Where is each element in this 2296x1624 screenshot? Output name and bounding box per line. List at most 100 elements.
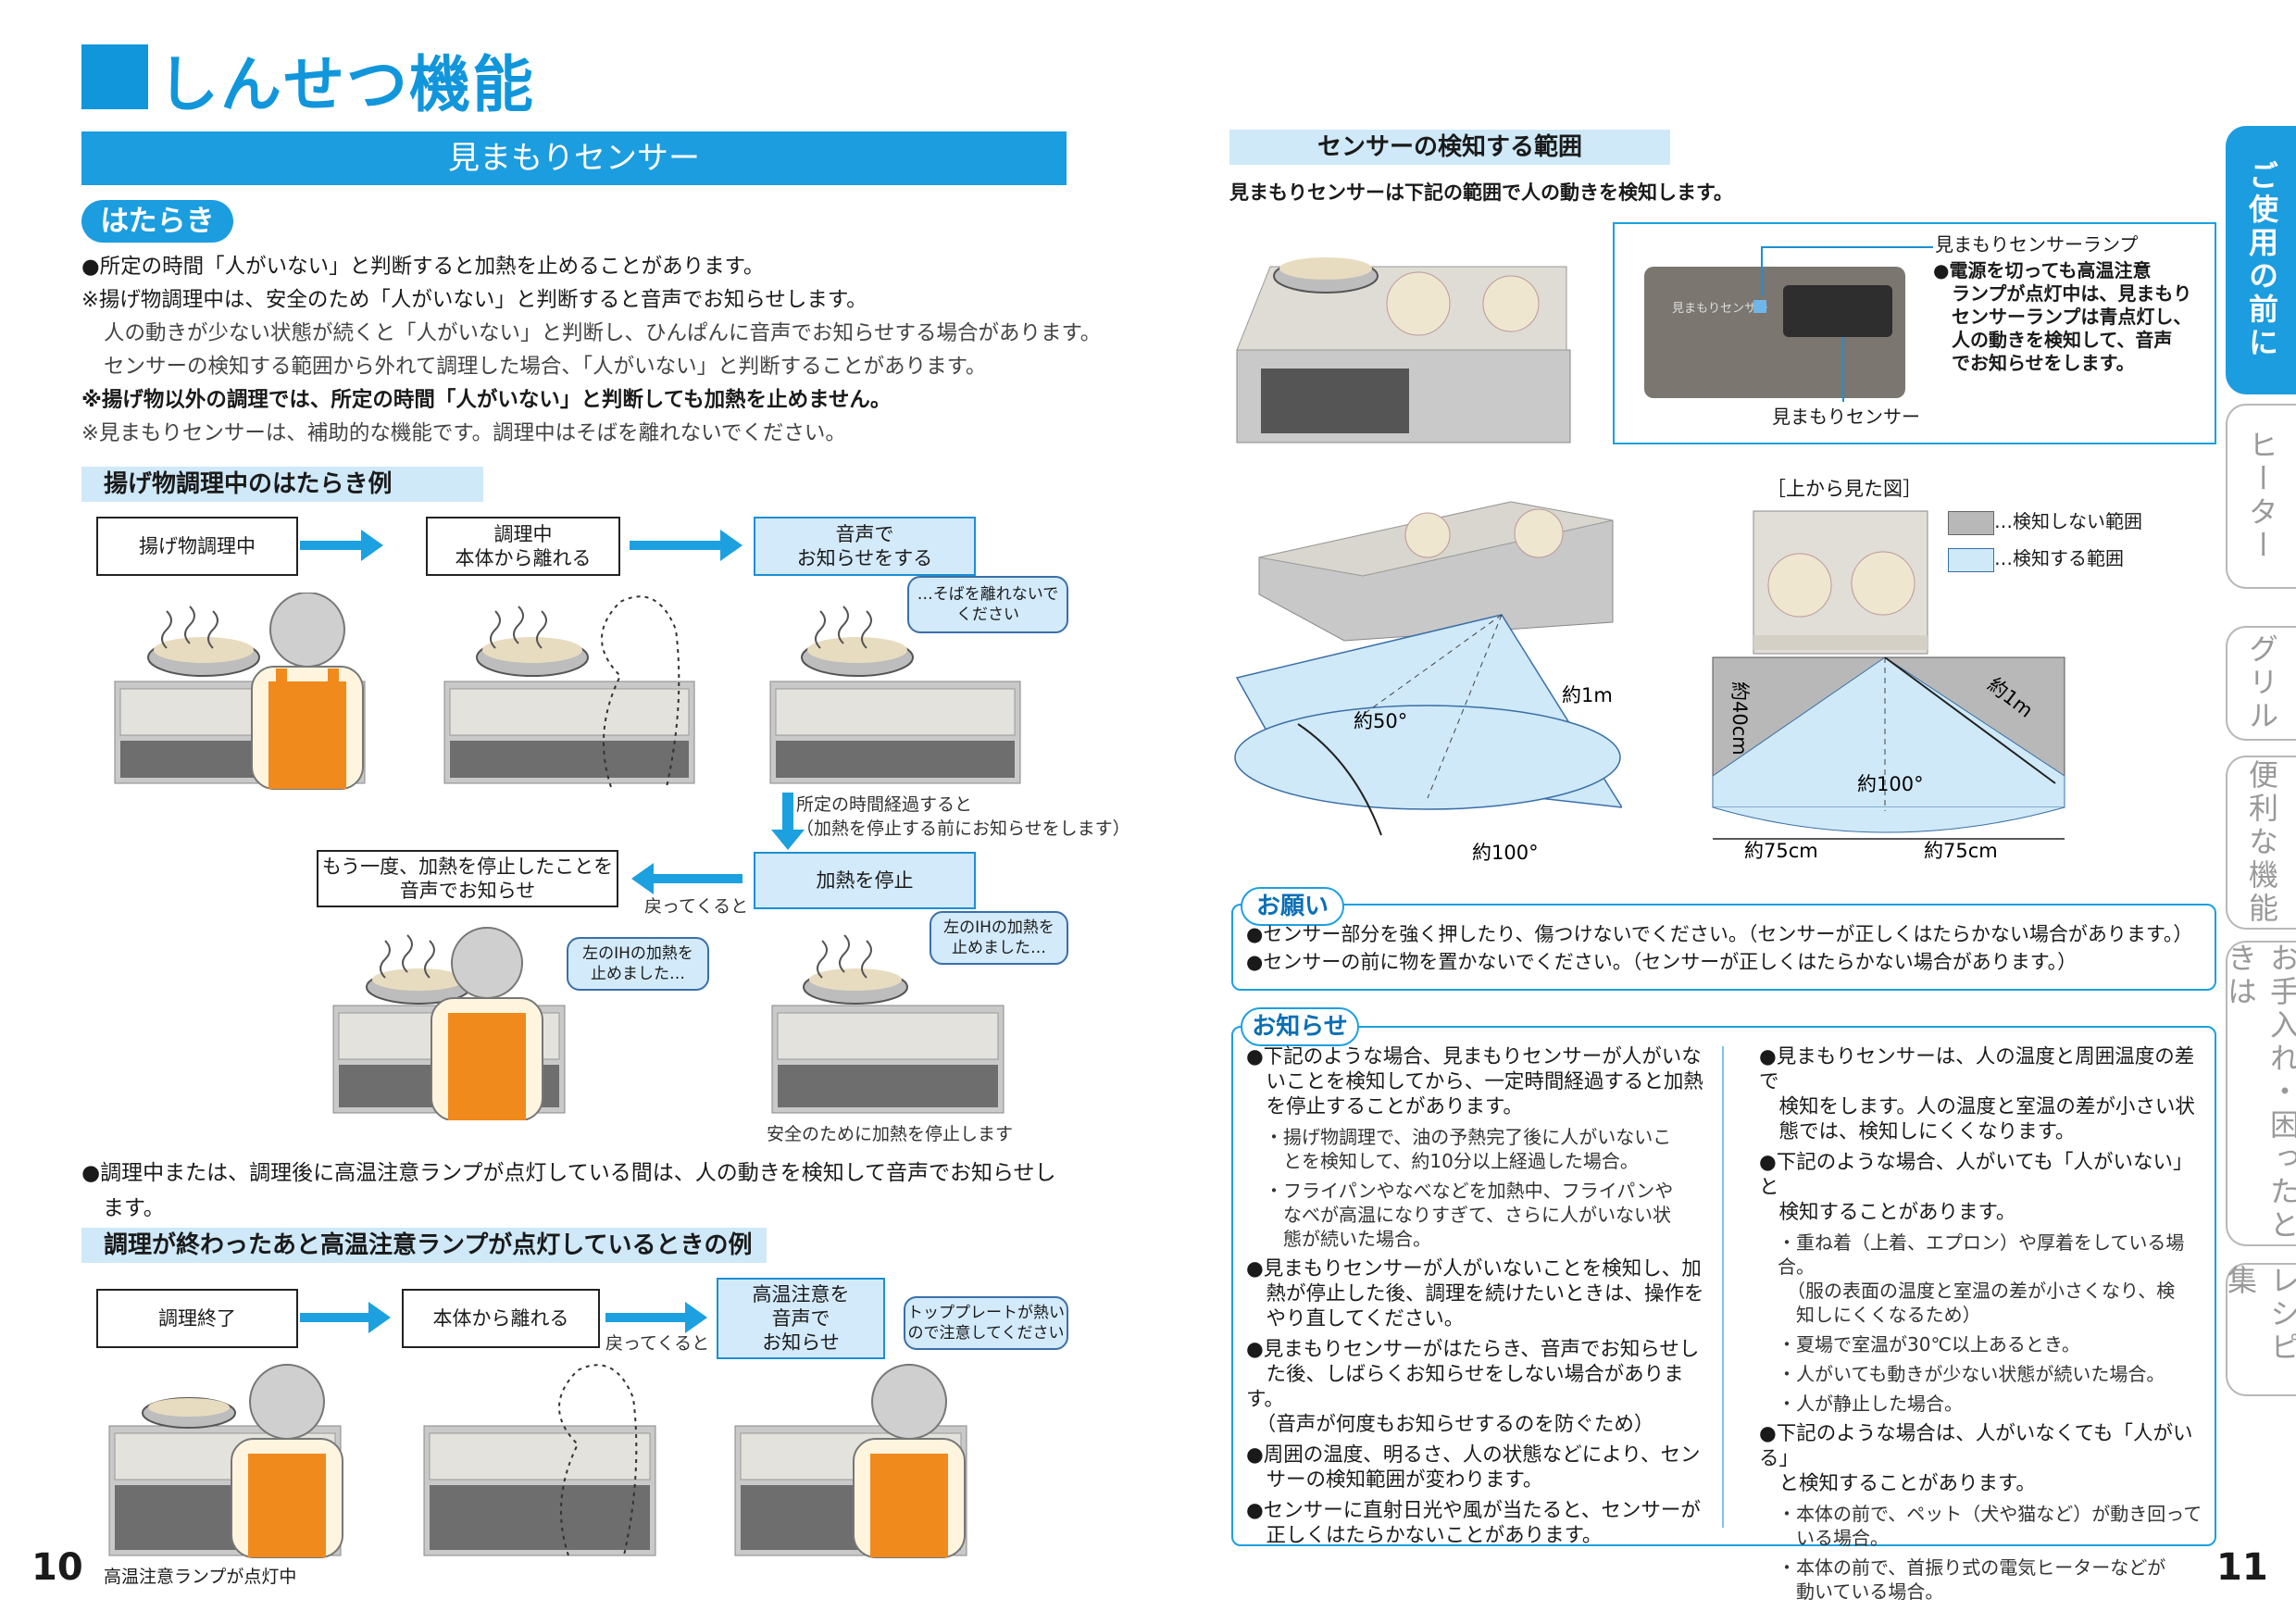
person-illustration	[853, 1364, 966, 1558]
legend-yes: …検知する範囲	[1994, 547, 2124, 569]
flow-box-frying: 揚げ物調理中	[96, 517, 298, 576]
line-2: ※揚げ物調理中は、安全のため「人がいない」と判断すると音声でお知らせします。	[81, 288, 867, 312]
side-tab[interactable]: レシピ集	[2223, 1263, 2296, 1396]
flow-box-away: 本体から離れる	[402, 1289, 600, 1348]
flow-box-voice: 音声で お知らせをする	[754, 517, 976, 576]
line-5: ※揚げ物以外の調理では、所定の時間「人がいない」と判断しても加熱を止めません。	[81, 388, 892, 412]
example2-heading: 調理が終わったあと高温注意ランプが点灯しているときの例	[81, 1228, 767, 1263]
notice-item: ●周囲の温度、明るさ、人の状態などにより、セン サーの検知範囲が変わります。	[1246, 1443, 1701, 1492]
flow-arrow	[300, 530, 383, 561]
leader-line	[1842, 337, 1844, 402]
notice-subitem: ・重ね着（上着、エプロン）や厚着をしている場合。 （服の表面の温度と室温の差が小…	[1778, 1231, 2185, 1326]
side-tab[interactable]: グリル	[2226, 626, 2296, 741]
line-4: センサーの検知する範囲から外れて調理した場合、「人がいない」と判断することがあり…	[104, 355, 987, 379]
flow-box-stop: 加熱を停止	[754, 852, 976, 909]
flow-arrow-left	[631, 863, 742, 894]
notice-subitem: ・人が静止した場合。	[1778, 1393, 1963, 1415]
notice-subitem: ・夏場で室温が30℃以上あるとき。	[1778, 1333, 2080, 1355]
notice-item: ●下記のような場合、見まもりセンサーが人がいな いことを検知してから、一定時間経…	[1246, 1045, 1703, 1118]
cooktop-illustration	[423, 1364, 656, 1556]
hataraki-pill: はたらき	[81, 200, 233, 243]
person-illustration	[430, 927, 543, 1120]
request-panel	[1231, 904, 2216, 991]
sensor-lamp	[1753, 300, 1766, 313]
legend-swatch-blue	[1948, 548, 1994, 572]
down-arrowhead	[771, 830, 805, 850]
dim-50: 約50°	[1354, 710, 1407, 732]
dim-75-right: 約75cm	[1924, 840, 1998, 861]
notice-subitem: ・揚げ物調理で、油の予熱完了後に人がいないこ とを検知して、約10分以上経過した…	[1265, 1126, 1672, 1172]
illustration-row-2	[332, 927, 1004, 1120]
leader-line	[1761, 246, 1763, 296]
dim-1m-a: 約1m	[1562, 684, 1613, 706]
cooktop-illustration	[443, 595, 695, 788]
note-lamp: ●調理中または、調理後に高温注意ランプが点灯している間は、人の動きを検知して音声…	[81, 1161, 1056, 1220]
flow-box-done: 調理終了	[96, 1289, 298, 1348]
side-tab[interactable]: ヒーター	[2226, 404, 2296, 589]
request-line: ●センサーの前に物を置かないでください。（センサーが正しくはたらかない場合があり…	[1246, 951, 2078, 973]
notice-tag: お知らせ	[1241, 1007, 1359, 1046]
back-label: 戻ってくると	[605, 1333, 710, 1354]
speech-bubble: 左のIHの加熱を 止めました…	[930, 911, 1068, 965]
notice-item: ●下記のような場合は、人がいなくても「人がいる」 と検知することがあります。	[1759, 1422, 2193, 1495]
cooktop-photo	[1236, 257, 1571, 443]
line-1: ●所定の時間「人がいない」と判断すると加熱を止めることがあります。	[81, 255, 765, 279]
sensor-label: 見まもりセンサー	[1772, 406, 1920, 428]
flow-box-warn: 高温注意を 音声で お知らせ	[717, 1278, 885, 1359]
flow-arrow	[630, 530, 742, 561]
person-illustration	[251, 593, 364, 790]
dim-100-a: 約100°	[1472, 842, 1539, 864]
notice-right-column: ●見まもりセンサーは、人の温度と周囲温度の差で 検知をします。人の温度と室温の差…	[1759, 1044, 2203, 1609]
lamp-note: ●電源を切っても高温注意 ランプが点灯中は、見まもり センサーランプは青点灯し、…	[1933, 259, 2192, 374]
page-number-left: 10	[31, 1546, 83, 1589]
lamp-label: 見まもりセンサーランプ	[1935, 233, 2139, 256]
leader-line	[1761, 246, 1933, 248]
notice-item: ●見まもりセンサーが人がいないことを検知し、加 熱が停止した後、調理を続けたいと…	[1246, 1257, 1704, 1330]
notice-item: ●見まもりセンサーは、人の温度と周囲温度の差で 検知をします。人の温度と室温の差…	[1759, 1045, 2195, 1143]
legend-swatch-gray	[1948, 511, 1994, 535]
speech-bubble: …そばを離れないで ください	[907, 576, 1068, 633]
range-top-view: 約75cm 約75cm 約100° 約1m 約40cm	[1712, 510, 2065, 861]
page-number-right: 11	[2216, 1546, 2268, 1589]
notice-item: ●見まもりセンサーがはたらき、音声でお知らせし た後、しばらくお知らせをしない場…	[1246, 1338, 1700, 1436]
down-note: 所定の時間経過すると （加熱を停止する前にお知らせをします）	[796, 794, 1130, 839]
top-view-label: ［上から見た図］	[1766, 478, 1922, 500]
request-line: ●センサー部分を強く押したり、傷つけないでください。（センサーが正しくはたらかな…	[1246, 923, 2193, 945]
side-tab[interactable]: ご使用の前に	[2226, 126, 2296, 394]
side-tab[interactable]: お手入れ・困ったときは	[2223, 941, 2296, 1246]
notice-subitem: ・本体の前で、ペット（犬や猫など）が動き回って いる場合。	[1778, 1503, 2202, 1549]
flow-arrow	[300, 1302, 391, 1333]
notice-left-column: ●下記のような場合、見まもりセンサーが人がいな いことを検知してから、一定時間経…	[1246, 1044, 1709, 1554]
range-perspective: 約1m 約50° 約100°	[1234, 501, 1622, 864]
person-illustration	[231, 1364, 343, 1558]
legend-no: …検知しない範囲	[1994, 510, 2142, 532]
page-title: しんせつ機能	[157, 49, 535, 120]
notice-subitem: ・人がいても動きが少ない状態が続いた場合。	[1778, 1363, 2165, 1385]
back-label: 戻ってくると	[644, 896, 749, 917]
flow-box-again: もう一度、加熱を停止したことを 音声でお知らせ	[317, 850, 618, 907]
dim-100-b: 約100°	[1857, 773, 1924, 795]
line-6: ※見まもりセンサーは、補助的な機能です。調理中はそばを離れないでください。	[81, 421, 846, 445]
flow-arrow	[605, 1302, 707, 1333]
cooktop-illustration	[771, 934, 1004, 1114]
notice-subitem: ・フライパンやなべなどを加熱中、フライパンや なべが高温になりすぎて、さらに人が…	[1265, 1180, 1674, 1250]
cooktop-illustration	[769, 606, 1021, 784]
caption-stop: 安全のために加熱を停止します	[767, 1124, 1014, 1144]
sensor-panel-label: 見まもりセンサー	[1672, 302, 1769, 316]
title-marker	[81, 44, 148, 109]
notice-item: ●下記のような場合、人がいても「人がいない」と 検知することがあります。	[1759, 1151, 2193, 1224]
range-heading: センサーの検知する範囲	[1229, 130, 1670, 165]
side-tab[interactable]: 便利な機能	[2226, 756, 2296, 930]
illustration-row-3	[108, 1364, 967, 1558]
range-intro: 見まもりセンサーは下記の範囲で人の動きを検知します。	[1229, 181, 1733, 204]
request-tag: お願い	[1241, 887, 1344, 926]
dim-40: 約40cm	[1728, 681, 1751, 756]
example1-heading: 揚げ物調理中のはたらき例	[81, 467, 483, 502]
illustration-row-1	[114, 593, 1021, 790]
down-arrow	[782, 793, 793, 833]
section-bar: 見まもりセンサー	[81, 131, 1067, 185]
dim-75-left: 約75cm	[1744, 840, 1818, 861]
notice-panel	[1231, 1026, 2216, 1546]
speech-bubble: トッププレートが熱い ので注意してください	[904, 1296, 1068, 1350]
notice-subitem: ・本体の前で、首振り式の電気ヒーターなどが 動いている場合。	[1778, 1556, 2166, 1603]
